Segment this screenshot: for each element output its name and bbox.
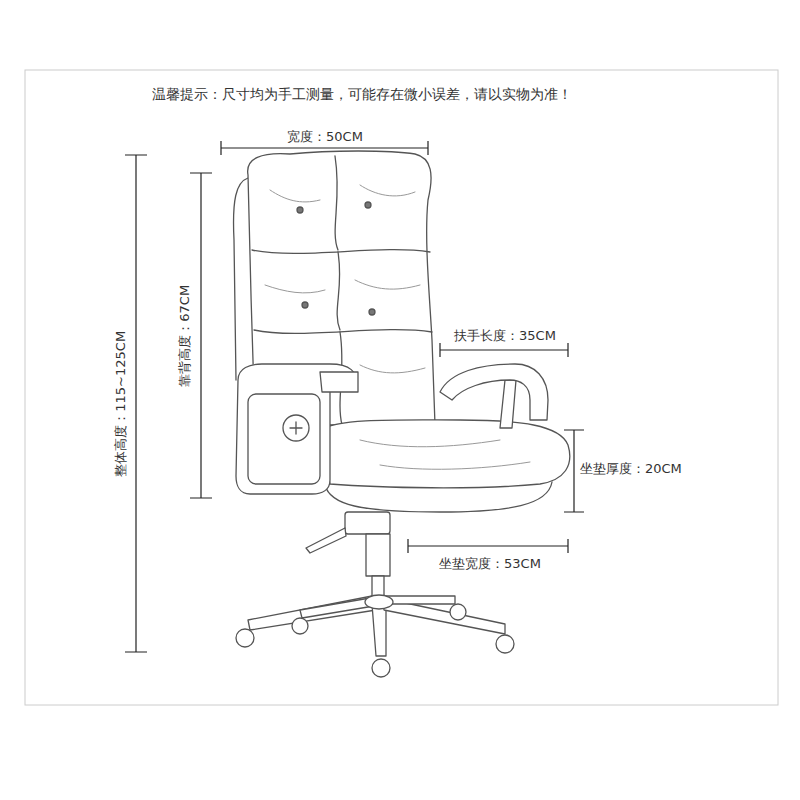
base-leg (300, 598, 374, 618)
frame (25, 70, 778, 705)
knob-mark (290, 422, 302, 434)
dimension-line (408, 539, 568, 553)
button (297, 207, 303, 213)
caster (372, 659, 390, 677)
dimension-label: 扶手长度：35CM (454, 328, 556, 344)
arm-cap (320, 372, 358, 392)
knob (283, 415, 309, 441)
base-leg (384, 596, 455, 604)
base-hub (365, 595, 393, 609)
right-armrest (440, 364, 548, 420)
dimension-line (125, 155, 147, 652)
dimension-line (190, 173, 212, 498)
tuft-line (252, 250, 430, 254)
tuft-line (254, 330, 432, 334)
button (365, 202, 371, 208)
dimension-label: 靠背高度：67CM (177, 285, 193, 387)
button (302, 302, 308, 308)
caster (292, 618, 308, 634)
chair-drawing (234, 151, 570, 677)
base-leg (372, 604, 386, 656)
seat-cushion (320, 420, 570, 488)
tuft-line (337, 252, 340, 330)
dimension-line (440, 343, 568, 357)
dimension-label: 整体高度：115~125CM (113, 331, 129, 477)
tuft-line (335, 156, 338, 250)
lever (306, 528, 346, 553)
wrinkle (265, 185, 425, 378)
arm-support (500, 380, 516, 428)
arm-panel (248, 394, 320, 484)
dimension-lines (125, 141, 584, 652)
note: 温馨提示：尺寸均为手工测量，可能存在微小误差，请以实物为准！ (152, 86, 572, 103)
base-leg (248, 596, 376, 630)
caster (236, 629, 254, 647)
gas-lift-cover (366, 534, 390, 576)
dimension-label: 宽度：50CM (287, 129, 363, 145)
button (369, 309, 375, 315)
caster (496, 635, 514, 653)
back-frame (234, 178, 248, 380)
dimension-label: 坐垫宽度：53CM (439, 556, 541, 572)
dimension-label: 坐垫厚度：20CM (580, 461, 682, 477)
caster (450, 604, 466, 620)
mechanism (345, 512, 390, 534)
wrinkle (360, 440, 530, 469)
